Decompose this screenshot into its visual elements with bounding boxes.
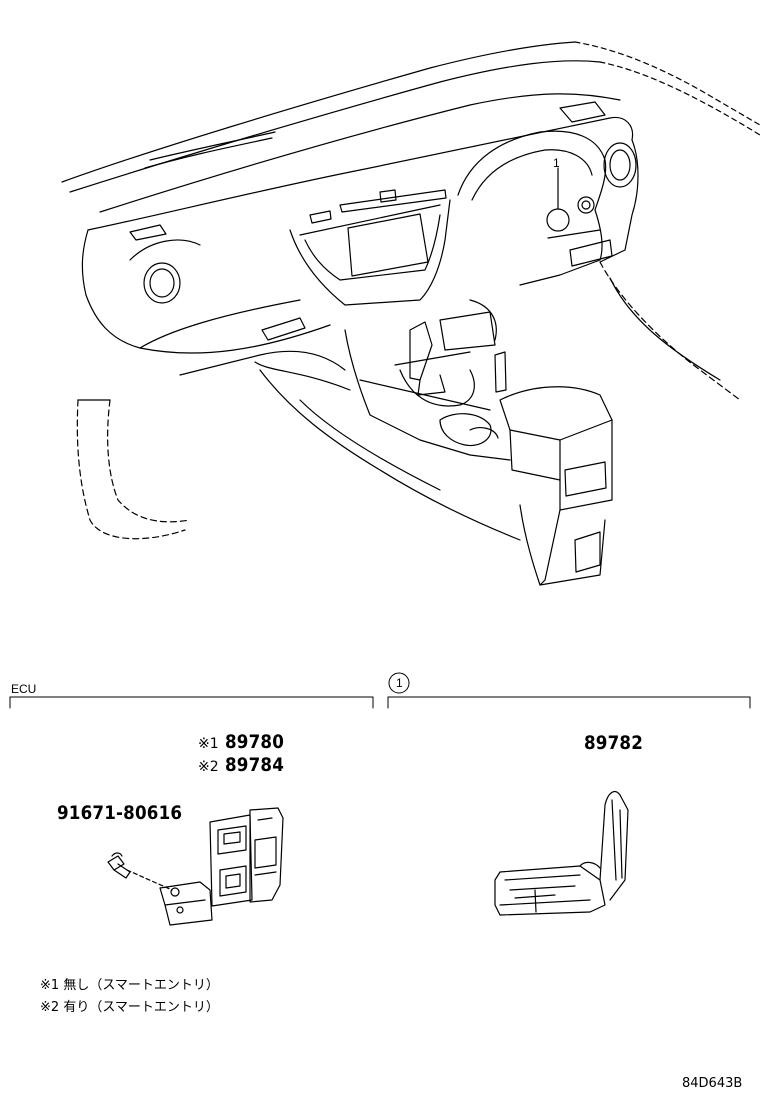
note-2-mark: ※2 xyxy=(40,1000,60,1015)
note-2: ※2 有り（スマートエントリ） xyxy=(40,1001,219,1014)
diagram-code: 84D643B xyxy=(682,1076,743,1091)
section-dividers xyxy=(10,673,750,708)
part-number-ecu-1: 89780 xyxy=(225,731,285,753)
dashboard-illustration xyxy=(62,42,760,585)
part-number-ecu-2: 89784 xyxy=(225,754,285,776)
note-1-mark: ※1 xyxy=(40,978,60,993)
note-1-text: 無し（スマートエントリ） xyxy=(63,978,219,993)
ecu-variant-mark-2: ※2 xyxy=(198,759,219,775)
part-number-bolt: 91671-80616 xyxy=(57,802,183,824)
note-2-text: 有り（スマートエントリ） xyxy=(63,1000,219,1015)
ecu-variant-mark-1: ※1 xyxy=(198,736,219,752)
ecu-illustration xyxy=(108,808,283,925)
section-marker-1: 1 xyxy=(396,676,403,690)
note-1: ※1 無し（スマートエントリ） xyxy=(40,979,219,992)
callout-number: 1 xyxy=(553,156,560,170)
section-title-ecu: ECU xyxy=(11,682,37,696)
antenna-illustration xyxy=(495,792,628,915)
part-number-antenna: 89782 xyxy=(584,732,644,754)
